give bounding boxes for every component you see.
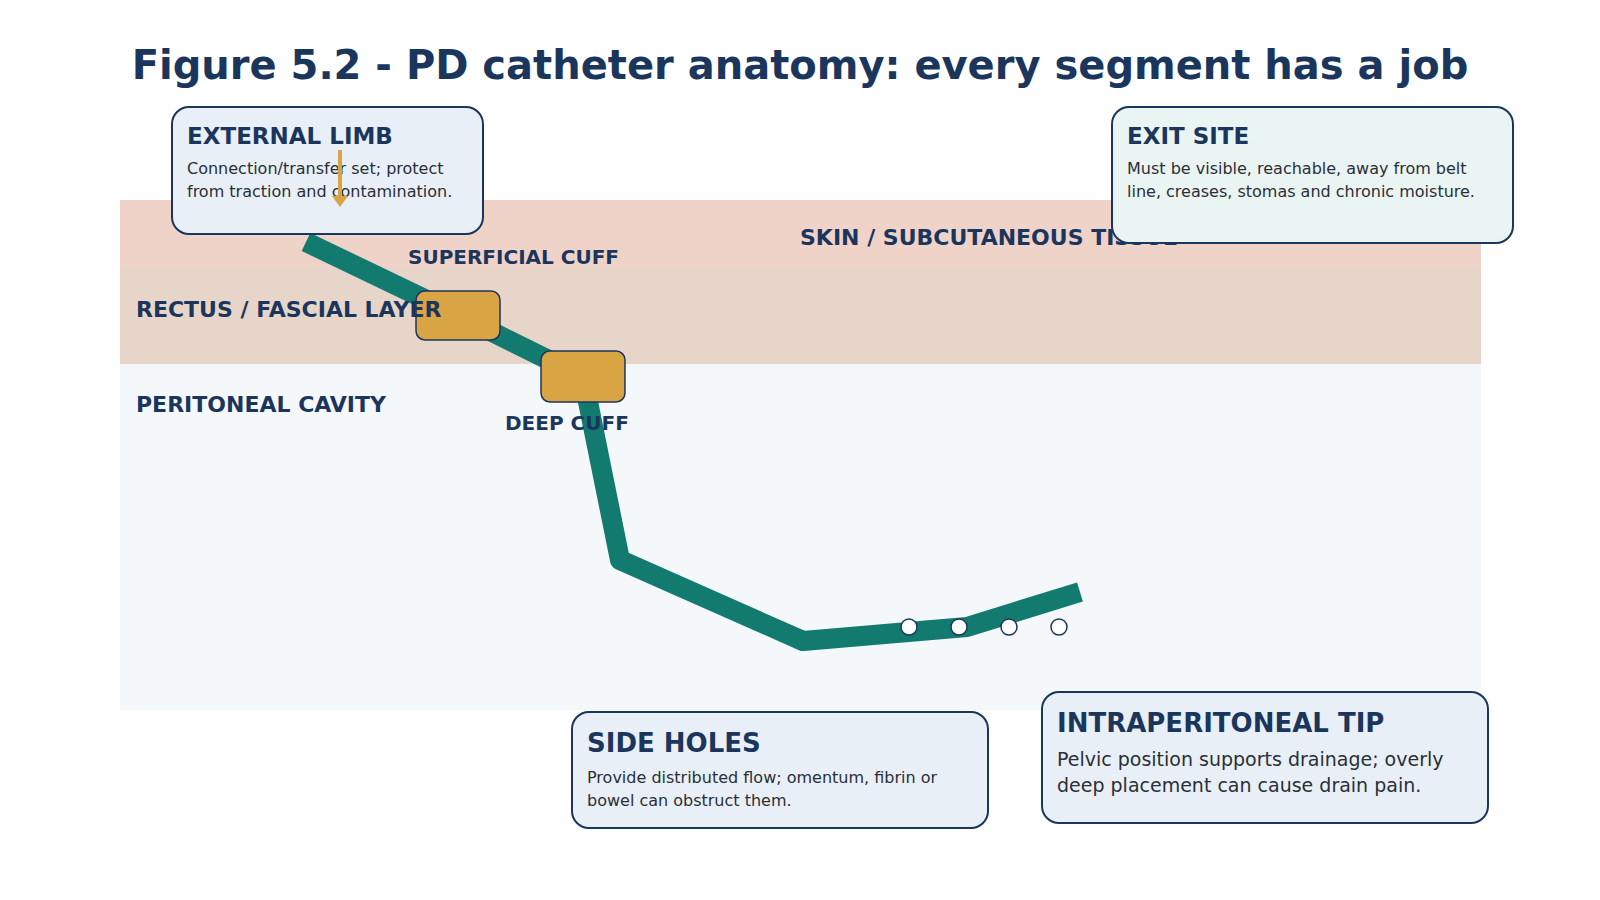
callout-box: INTRAPERITONEAL TIP Pelvic position suppo… bbox=[1041, 691, 1489, 824]
band-label: RECTUS / FASCIAL LAYER bbox=[136, 297, 441, 322]
deep-cuff bbox=[541, 351, 625, 402]
side-hole bbox=[951, 619, 967, 635]
side-hole bbox=[1051, 619, 1067, 635]
callout-body: Provide distributed flow; omentum, fibri… bbox=[587, 766, 973, 813]
cavity-band: PERITONEAL CAVITY bbox=[120, 364, 1481, 710]
band-label: PERITONEAL CAVITY bbox=[136, 392, 386, 417]
cuff-label: SUPERFICIAL CUFF bbox=[408, 245, 619, 269]
callout-box: EXTERNAL LIMB Connection/transfer set; pr… bbox=[171, 106, 484, 235]
side-hole bbox=[1001, 619, 1017, 635]
callout-heading: INTRAPERITONEAL TIP bbox=[1057, 707, 1473, 740]
callout-heading: EXTERNAL LIMB bbox=[187, 122, 468, 151]
side-hole bbox=[901, 619, 917, 635]
callout-body: Pelvic position supports drainage; overl… bbox=[1057, 746, 1473, 799]
callout-heading: SIDE HOLES bbox=[587, 727, 973, 760]
figure-title: Figure 5.2 - PD catheter anatomy: every … bbox=[0, 42, 1600, 88]
callout-heading: EXIT SITE bbox=[1127, 122, 1498, 151]
callout-body: Connection/transfer set; protect from tr… bbox=[187, 157, 468, 204]
tissue-band: RECTUS / FASCIAL LAYER bbox=[120, 268, 1481, 364]
callout-body: Must be visible, reachable, away from be… bbox=[1127, 157, 1498, 204]
callout-box: SIDE HOLES Provide distributed flow; omen… bbox=[571, 711, 989, 829]
cuff-label: DEEP CUFF bbox=[505, 411, 629, 435]
callout-box: EXIT SITE Must be visible, reachable, awa… bbox=[1111, 106, 1514, 244]
